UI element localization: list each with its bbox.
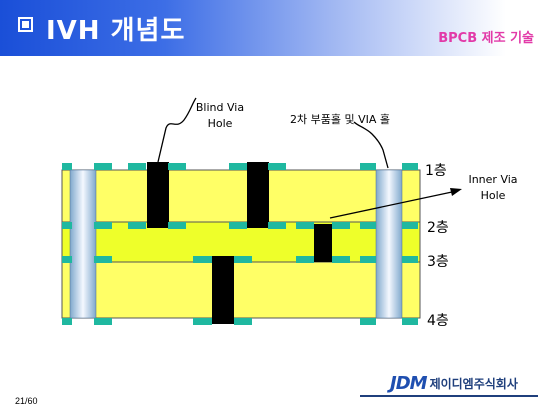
inner-via-arrow [329, 191, 453, 219]
bottom-pads [62, 318, 418, 325]
through-hole-right [375, 169, 403, 319]
jdm-logo: JDM [390, 372, 428, 394]
top-pads [62, 163, 418, 170]
layer-label-3: 3층 [427, 254, 449, 270]
secondary-hole-arrow [353, 121, 389, 169]
header-banner: IVH 개념도 BPCB 제조 기술 [0, 0, 550, 56]
bottom-via [212, 256, 234, 324]
label-inner-via: Inner Via Hole [468, 173, 518, 202]
page-title: IVH 개념도 [46, 16, 186, 46]
blind-via-1 [147, 162, 169, 228]
layer3-pads [62, 256, 418, 263]
inner-via [314, 224, 332, 262]
header-subtitle: BPCB 제조 기술 [438, 31, 534, 46]
layer-label-4: 4층 [427, 313, 449, 329]
label-blind-via: Blind Via Hole [195, 101, 245, 130]
layer-label-1: 1층 [425, 163, 447, 179]
blind-via-arrow [157, 97, 197, 163]
layer2-pads [62, 222, 418, 229]
blind-via-2 [247, 162, 269, 228]
layer-1-top [61, 169, 421, 223]
inner-via-arrowhead [450, 188, 462, 196]
square-bullet-icon [18, 17, 33, 32]
company-logo: JDM 제이디엠주식회사 [390, 372, 518, 394]
label-secondary-hole: 2차 부품홀 및 VIA 홀 [290, 113, 390, 126]
through-hole-left [69, 169, 97, 319]
page-number: 21/60 [15, 396, 38, 406]
layer-3-4-bottom [61, 261, 421, 319]
company-name: 제이디엠주식회사 [429, 376, 518, 391]
layer-label-2: 2층 [427, 220, 449, 236]
footer-divider [360, 395, 538, 397]
